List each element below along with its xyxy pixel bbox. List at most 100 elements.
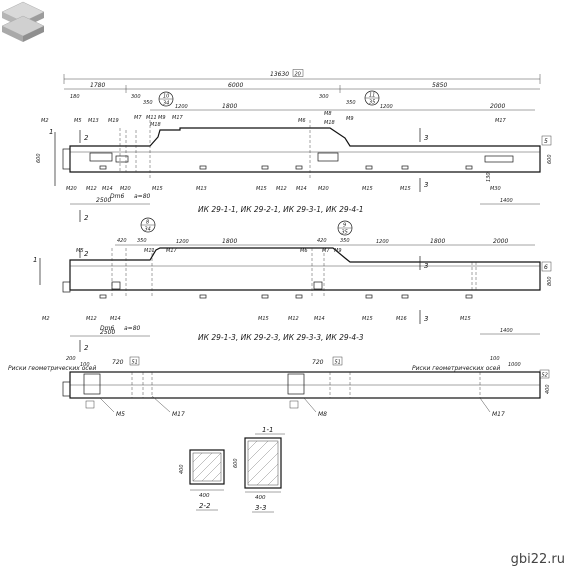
dim-600-left: 600 [36,153,42,163]
dim-600-top: 600 [547,154,553,164]
dim-2500-top: 2500 [96,197,111,204]
plan-dim-400: 400 [545,384,551,394]
dim-800-mid: 800 [547,276,553,286]
sections: 1-1 400 400 2-2 600 [179,426,285,513]
mm-b8: M15 [460,316,471,322]
plan-right-note: Риски геометрических осей [412,365,500,372]
callout-8-den: 34 [145,227,151,233]
callout-11-den: 35 [369,100,375,106]
sect-2-mid-b: 2 [84,344,89,352]
plan-dim-100a: 100 [80,362,90,368]
gbi-logo-icon [1,1,45,42]
caption-mid: ИК 29-1-3, ИК 29-2-3, ИК 29-3-3, ИК 29-4… [198,333,364,342]
plan-dim-1000: 1000 [508,362,521,368]
plan-left-note: Риски геометрических осей [8,365,96,372]
dim-300a: 300 [131,94,141,100]
md-1: 350 [137,238,147,244]
dim-350b: 350 [346,100,356,106]
md-2: 1200 [176,239,189,245]
mm-t2: M17 [166,248,177,254]
mk-b11: M15 [400,186,411,192]
cut-1-mid: 1 [33,256,37,264]
mm-t1: M11 [144,248,155,254]
plan-dim-720b: 720 [312,359,324,366]
sec33-label: 3-3 [255,504,266,512]
mk-t0: M2 [41,118,49,124]
dim-130: 130 [486,172,492,182]
section-3-3: 600 400 3-3 [233,437,282,513]
mk-t1: M5 [74,118,82,124]
sec22-w: 400 [199,493,210,499]
callout-8-num: 8 [146,220,149,226]
md-4: 420 [317,238,327,244]
note-dm6-top: Dm6 [110,193,124,200]
overall-tag: 20 [295,72,301,78]
dim-1800: 1800 [222,103,237,110]
plan-dim-200: 200 [66,356,76,362]
mm-t0: M5 [76,248,84,254]
mk-t3: M19 [108,118,119,124]
section-2-2: 400 400 2-2 [179,449,225,511]
mk-t7: M18 [150,122,161,128]
dim-180: 180 [70,94,80,100]
sect-3d: 3 [424,315,428,323]
plan-beam: Риски геометрических осей Риски геометри… [8,356,551,418]
mm-b2: M14 [110,316,121,322]
dim-1200b: 1200 [380,104,393,110]
callout-11-num: 11 [369,93,375,99]
callout-10-den: 34 [163,101,169,107]
note-a80-mid: a=80 [124,325,141,332]
mk-t2: M13 [88,118,99,124]
seg-3: 5850 [432,82,447,89]
sect-3c: 3 [424,262,428,270]
top-beam: 13630 20 1780 6000 5850 180 300 350 300 … [36,69,553,222]
note-dm6-mid: Dm6 [100,325,114,332]
dim-1400-top: 1400 [500,198,513,204]
dim-350a: 350 [143,100,153,106]
sect-3a: 3 [424,134,428,142]
sect-2-bottom: 2 [84,214,89,222]
mk-b1: M12 [86,186,97,192]
mm-b1: M12 [86,316,97,322]
sec33-h: 600 [233,458,239,468]
watermark-text: gbi22.ru [510,552,565,567]
md-5: 350 [340,238,350,244]
mm-t5: M9 [334,248,342,254]
mk-b9: M20 [318,186,329,192]
mk-b5: M13 [196,186,207,192]
tag-6: 6 [544,264,548,271]
md-6: 1200 [376,239,389,245]
dim-300b: 300 [319,94,329,100]
md-3: 1800 [222,238,237,245]
callout-9-num: 9 [343,223,346,229]
mk-t6: M9 [158,115,166,121]
callout-9-den: 35 [342,230,348,236]
plan-tag-51b: 51 [335,360,341,366]
mm-b6: M15 [362,316,373,322]
plan-mark-m8: M8 [318,411,327,418]
mk-b0: M20 [66,186,77,192]
mm-b0: M2 [42,316,50,322]
mk-t5: M11 [146,115,157,121]
mk-t8: M17 [172,115,183,121]
mm-t3: M6 [300,248,308,254]
sect-3b: 3 [424,181,428,189]
seg-1: 1780 [90,82,105,89]
seg-2: 6000 [228,82,243,89]
mk-t12: M9 [346,116,354,122]
mm-b7: M16 [396,316,407,322]
mk-t11: M18 [324,120,335,126]
mk-b6: M15 [256,186,267,192]
sect-2-top: 2 [84,134,89,142]
callout-10-num: 10 [163,94,169,100]
plan-tag-52: 52 [542,373,548,379]
mk-t4: M7 [134,115,142,121]
md-8: 2000 [493,238,508,245]
mk-t13: M17 [495,118,506,124]
sect-2-mid: 2 [84,250,89,258]
md-7: 1800 [430,238,445,245]
mk-b12: M30 [490,186,501,192]
dim-2500-mid: 2500 [100,329,115,336]
mm-b4: M12 [288,316,299,322]
